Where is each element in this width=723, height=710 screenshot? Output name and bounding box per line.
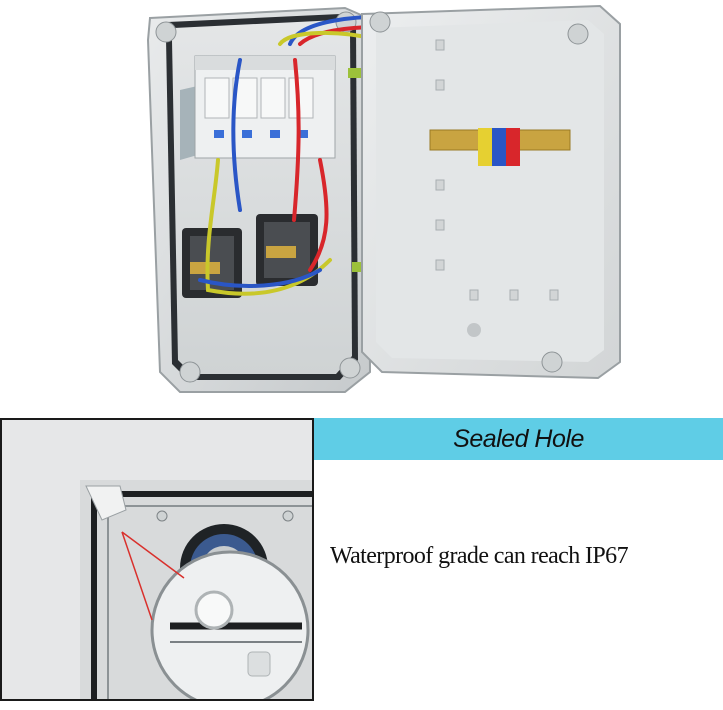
magnified-inset (150, 550, 310, 699)
sealed-hole-closeup (0, 418, 314, 701)
banner-title: Sealed Hole (453, 424, 584, 453)
product-photo (146, 4, 621, 393)
sealed-hole-banner: Sealed Hole (314, 418, 723, 460)
waterproof-spec-text: Waterproof grade can reach IP67 (330, 543, 629, 569)
enclosure-lid (361, 4, 621, 380)
circuit-breakers (194, 55, 336, 159)
power-sockets (182, 214, 318, 298)
pointer-arrows (121, 531, 185, 621)
